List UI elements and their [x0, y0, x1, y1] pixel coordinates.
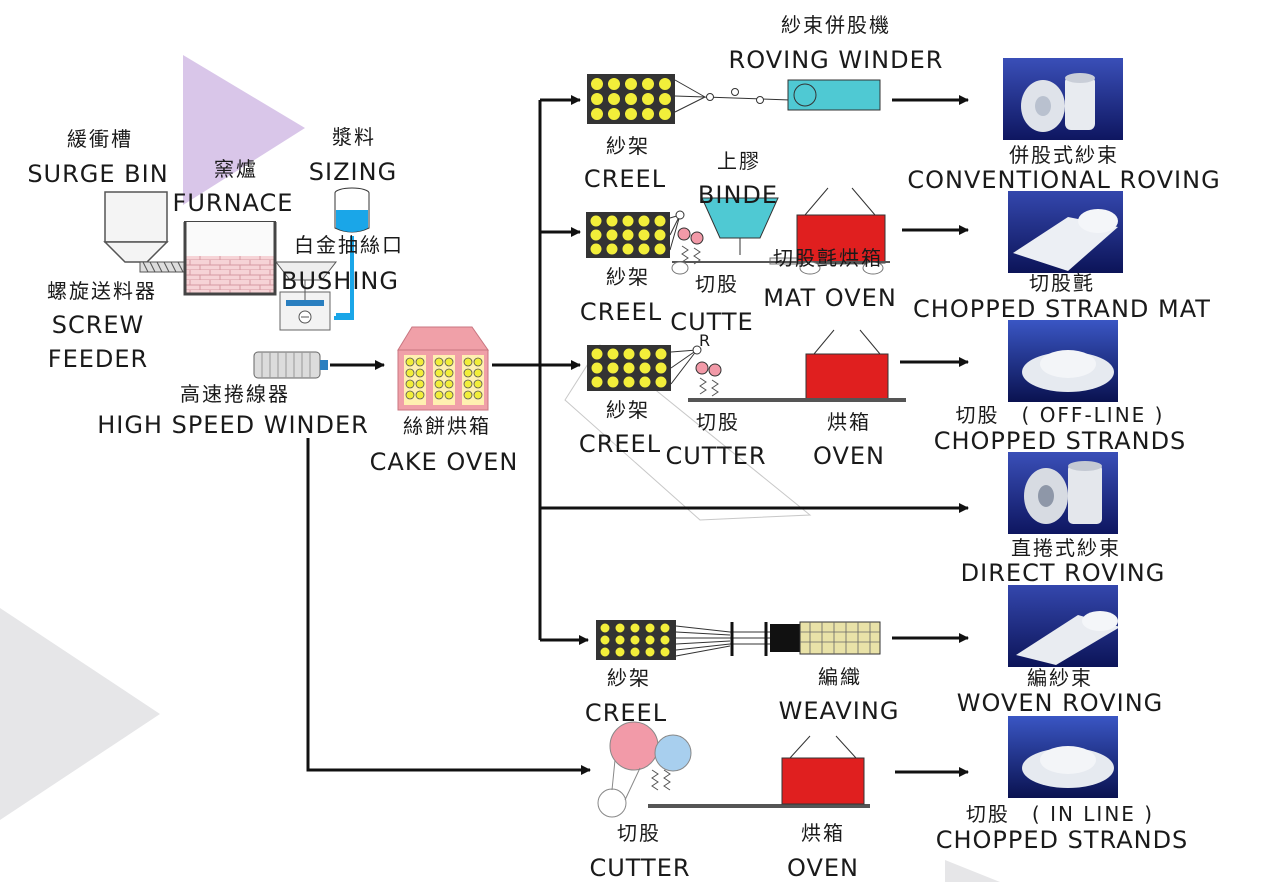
weaving-label-zh: 編織: [818, 664, 862, 690]
background-triangle-purple: [183, 55, 305, 205]
cake-oven-label-en: CAKE OVEN: [370, 449, 519, 475]
cutter-inline-label-zh: 切股: [617, 820, 661, 846]
oven-inline-label-en: OVEN: [787, 855, 859, 881]
chopped-strands-inline-image: [1008, 716, 1118, 798]
offline-cutter-oven-graphic: [688, 330, 906, 400]
surge-bin-label-zh: 緩衝槽: [67, 126, 133, 152]
bushing-label-zh: 白金抽絲口: [294, 232, 404, 258]
bushing-label-en: BUSHING: [281, 268, 399, 294]
furnace-label-zh: 窯爐: [214, 156, 258, 182]
creel-1-label-zh: 紗架: [606, 133, 650, 159]
surge-bin-graphic: [105, 192, 167, 262]
oven-inline-label-zh: 烘箱: [801, 820, 845, 846]
screw-feeder-graphic: [140, 262, 185, 272]
background-triangle-corner: [945, 860, 1000, 882]
cutter-inline-label-en: CUTTER: [589, 855, 690, 881]
weaving-graphic: [676, 622, 880, 656]
roving-winder-graphic: [788, 80, 880, 110]
woven-roving-label-en: WOVEN ROVING: [957, 690, 1164, 716]
chopped-strand-mat-image: [1008, 191, 1123, 273]
surge-bin-label-en: SURGE BIN: [27, 161, 168, 187]
high-speed-winder-label-zh: 高速捲線器: [180, 381, 290, 407]
cake-oven-graphic: [398, 327, 488, 410]
chopped-inline-label-zh: 切股 ( IN LINE ): [966, 801, 1154, 827]
mat-oven-label-zh: 切股氈烘箱: [773, 245, 883, 271]
screw-feeder-label-en-1: SCREW: [52, 312, 145, 338]
direct-roving-label-en: DIRECT ROVING: [961, 560, 1166, 586]
oven-offline-label-zh: 烘箱: [827, 409, 871, 435]
furnace-graphic: [185, 222, 275, 294]
oven-offline-label-en: OVEN: [813, 443, 885, 469]
binder-label-en: BINDE: [698, 182, 778, 208]
cutter-offline-label-en: CUTTER: [665, 443, 766, 469]
creel-4-label-en: CREEL: [585, 700, 667, 726]
weaving-label-en: WEAVING: [779, 698, 900, 724]
binder-label-zh: 上膠: [717, 148, 761, 174]
creel-1-label-en: CREEL: [584, 166, 666, 192]
creel-2-label-zh: 紗架: [606, 264, 650, 290]
creel-3-label-en: CREEL: [579, 431, 661, 457]
chopped-strand-mat-label-en: CHOPPED STRAND MAT: [913, 296, 1211, 322]
high-speed-winder-label-en: HIGH SPEED WINDER: [97, 412, 369, 438]
screw-feeder-label-en-2: FEEDER: [48, 346, 148, 372]
inline-cutter-oven-graphic: [598, 722, 870, 817]
high-speed-winder-graphic: [254, 352, 328, 378]
screw-feeder-label-zh: 螺旋送料器: [47, 278, 157, 304]
conventional-roving-image: [1003, 58, 1123, 140]
direct-roving-image: [1008, 452, 1118, 534]
creel-2-graphic: [586, 212, 680, 258]
sizing-label-zh: 漿料: [332, 124, 376, 150]
creel-3-label-zh: 紗架: [606, 397, 650, 423]
cutter-offline-mark: R: [699, 328, 711, 354]
conventional-roving-label-en: CONVENTIONAL ROVING: [907, 167, 1220, 193]
cutter-offline-label-zh: 切股: [696, 409, 740, 435]
cake-oven-label-zh: 絲餅烘箱: [403, 413, 491, 439]
furnace-label-en: FURNACE: [173, 190, 294, 216]
conventional-roving-label-zh: 併股式紗束: [1009, 142, 1119, 168]
roving-winder-label-en: ROVING WINDER: [729, 47, 944, 73]
roving-winder-label-zh: 紗束併股機: [781, 12, 891, 38]
creel-3-graphic: [587, 345, 697, 391]
chopped-inline-label-en: CHOPPED STRANDS: [936, 827, 1189, 853]
creel-4-graphic: [596, 620, 676, 660]
chopped-offline-label-en: CHOPPED STRANDS: [934, 428, 1187, 454]
creel-2-label-en: CREEL: [580, 299, 662, 325]
creel-1-graphic: [587, 74, 790, 124]
cutter-mat-label-en: CUTTE: [670, 309, 753, 335]
direct-roving-label-zh: 直捲式紗束: [1011, 535, 1121, 561]
mat-oven-label-en: MAT OVEN: [763, 285, 897, 311]
chopped-strand-mat-label-zh: 切股氈: [1029, 270, 1095, 296]
woven-roving-label-zh: 編紗束: [1027, 665, 1093, 691]
sizing-label-en: SIZING: [309, 159, 397, 185]
cutter-mat-label-zh: 切股: [695, 271, 739, 297]
background-triangle-gray: [0, 608, 160, 820]
chopped-strands-offline-image: [1008, 320, 1118, 402]
chopped-offline-label-zh: 切股 ( OFF-LINE ): [956, 402, 1165, 428]
creel-4-label-zh: 紗架: [607, 665, 651, 691]
woven-roving-image: [1008, 585, 1118, 667]
